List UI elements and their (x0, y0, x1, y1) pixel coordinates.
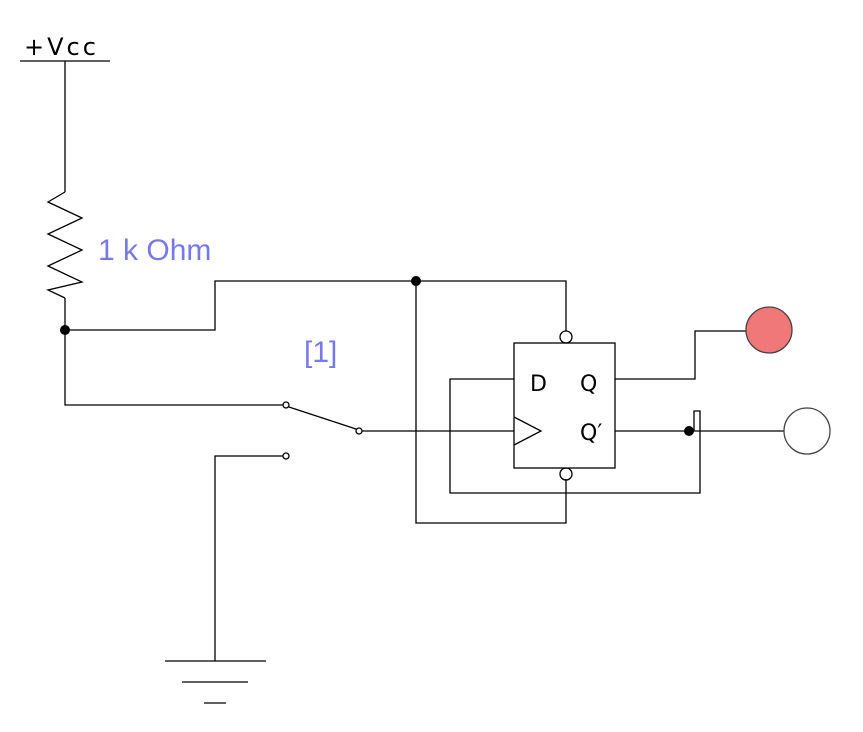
resistor-label: 1 k Ohm (98, 234, 211, 267)
junction-node-qbar (684, 426, 694, 436)
resistor-zigzag (46, 191, 84, 299)
d-flip-flop: D Q Q′ (513, 330, 616, 481)
vcc-label: +Vcc (24, 33, 99, 61)
spdt-switch[interactable]: [1] (64, 330, 363, 460)
d-input-label: D (530, 372, 547, 397)
preset-bubble (559, 330, 573, 344)
wire-top-to-clear (415, 281, 567, 524)
q-output-label: Q (580, 372, 597, 397)
flip-flop-body (513, 342, 616, 469)
clear-bubble (559, 467, 573, 481)
wire-crossover-hop (693, 410, 701, 431)
wire-node-to-top-junction (65, 280, 416, 331)
qbar-output-label: Q′ (580, 421, 602, 446)
resistor: 1 k Ohm (46, 191, 211, 299)
vcc-supply: +Vcc (20, 33, 110, 192)
clock-triangle (513, 416, 543, 446)
qbar-indicator-led (783, 407, 831, 455)
wire-node-to-switch-upper (64, 330, 283, 406)
wire-top-to-preset (416, 280, 567, 331)
switch-lever[interactable] (288, 406, 357, 430)
wire-d-feedback (449, 378, 701, 494)
wire-switch-to-ground (214, 455, 283, 661)
wire-q-to-led (615, 330, 746, 380)
switch-upper-contact (282, 401, 290, 409)
switch-key-label: [1] (304, 336, 337, 369)
switch-common-contact (355, 427, 363, 435)
q-indicator-led (745, 306, 793, 354)
ground-symbol (165, 455, 283, 704)
switch-lower-contact (282, 452, 290, 460)
